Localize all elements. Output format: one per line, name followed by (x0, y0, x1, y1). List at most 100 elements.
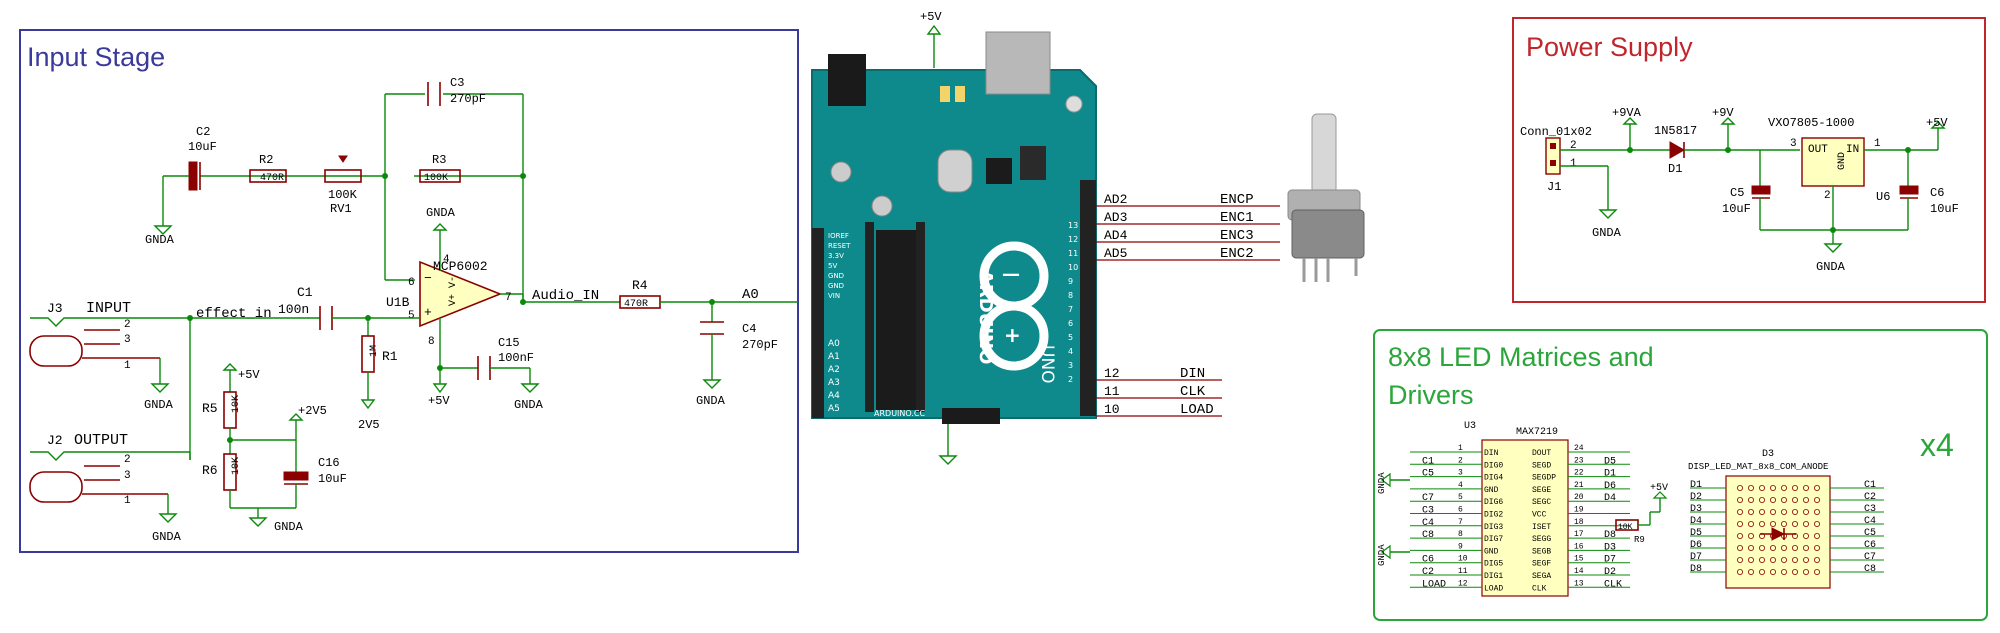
u3-net-left: C6 (1422, 555, 1434, 566)
u3-pin-num-right: 21 (1574, 481, 1584, 490)
matrix-led-dot (1803, 533, 1810, 540)
c4-value: 270pF (742, 338, 778, 352)
matrix-led-dot (1814, 484, 1821, 491)
u3-net-left: LOAD (1422, 579, 1446, 590)
r5-value: 10K (231, 395, 242, 413)
matrix-led-dot (1748, 508, 1755, 515)
u3-pin-name-left: DIG6 (1484, 498, 1503, 507)
matrix-led-dot (1759, 569, 1766, 576)
matrix-led-dot (1814, 533, 1821, 540)
c4-label: C4 (742, 322, 756, 336)
u3-net-right: CLK (1604, 579, 1622, 590)
u3-net-right: D2 (1604, 567, 1616, 578)
matrix-led-dot (1781, 545, 1788, 552)
matrix-led-dot (1803, 545, 1810, 552)
matrix-led-dot (1803, 508, 1810, 515)
matrix-led-dot (1803, 557, 1810, 564)
gnda-label-c15: GNDA (514, 398, 544, 412)
gnda-label-j2: GNDA (152, 530, 182, 544)
digital-pin-5: 5 (1068, 333, 1073, 342)
power-pin-label: 3.3V (828, 252, 844, 260)
digital-pin-2: 2 (1068, 375, 1073, 384)
u3-pin-num-right: 19 (1574, 506, 1584, 515)
plus2v5-label: +2V5 (298, 404, 327, 418)
matrix-col-C8: C8 (1864, 564, 1876, 575)
analog-pin-A4: A4 (828, 391, 840, 401)
u3-part: MAX7219 (1516, 427, 1558, 438)
j2-pin3: 3 (124, 470, 131, 482)
j3-jack-body (29, 335, 83, 367)
digital-pin-11: 11 (1068, 249, 1078, 258)
power-supply-title: Power Supply (1526, 32, 1693, 62)
matrix-led-dot (1737, 557, 1744, 564)
u3-pin-name-right: SEGDP (1532, 474, 1556, 483)
u3-net-right: D3 (1604, 542, 1616, 553)
u3-pin-num-left: 9 (1458, 542, 1463, 551)
power-pin-label: RESET (828, 242, 851, 250)
matrix-led-dot (1781, 496, 1788, 503)
r2-resistor (249, 169, 287, 183)
svg-text:—: — (1002, 264, 1020, 285)
matrix-led-dot (1814, 557, 1821, 564)
digital-pin-7: 7 (1068, 305, 1073, 314)
gnda-label-opamp: GNDA (426, 206, 456, 220)
u3-pin-num-right: 24 (1574, 444, 1584, 453)
u3-pin-num-left: 1 (1458, 444, 1463, 453)
max7219-left-pins: DIN1DIG02C1DIG43C5GND4DIG65C7DIG26C3DIG3… (1410, 444, 1503, 593)
r2-value: 470R (260, 173, 284, 184)
matrix-led-dot (1803, 569, 1810, 576)
u3-net-right: D7 (1604, 555, 1616, 566)
r1-2v5-label: 2V5 (358, 418, 380, 432)
gnda-label-c4: GNDA (696, 394, 726, 408)
opamp-triangle (419, 260, 503, 328)
u3-net-right: D5 (1604, 456, 1616, 467)
u3-pin-num-right: 17 (1574, 530, 1584, 539)
d1-label: D1 (1668, 162, 1682, 176)
matrix-led-dot (1770, 557, 1777, 564)
c16-label: C16 (318, 456, 340, 470)
input-stage-section: Input Stage C2 10uF 470R R2 100K R (19, 29, 799, 553)
r3-label: R3 (432, 153, 446, 167)
c5-capacitor (1751, 185, 1771, 195)
matrix-led-dot (1748, 545, 1755, 552)
analog-pin-A0: A0 (828, 339, 840, 349)
input-jack-label: INPUT (86, 300, 131, 317)
gnda-label-c2: GNDA (145, 233, 175, 247)
matrix-led-dot (1781, 484, 1788, 491)
matrix-led-dot (1748, 533, 1755, 540)
r6-value: 10K (231, 457, 242, 475)
analog-pin-A3: A3 (828, 378, 840, 388)
net-ENC3: ENC3 (1220, 228, 1254, 244)
arduino-pin-AD2: AD2 (1104, 192, 1127, 207)
matrix-led-dot (1748, 496, 1755, 503)
u3-pin-name-left: DIG4 (1484, 474, 1503, 483)
matrix-led-dot (1814, 569, 1821, 576)
net-ENC2: ENC2 (1220, 246, 1254, 262)
matrix-led-dot (1792, 569, 1799, 576)
net-ENC1: ENC1 (1220, 210, 1254, 226)
digital-pin-9: 9 (1068, 277, 1073, 286)
arduino-plus5v: +5V (920, 10, 942, 24)
matrix-row-D2: D2 (1690, 492, 1702, 503)
digital-pin-6: 6 (1068, 319, 1073, 328)
u3-net-left: C5 (1422, 469, 1434, 480)
u3-net-right: D4 (1604, 493, 1616, 504)
r2-label: R2 (259, 153, 273, 167)
spi-net-CLK: CLK (1180, 384, 1206, 400)
spi-net-LOAD: LOAD (1180, 402, 1214, 418)
r3-resistor (419, 169, 461, 183)
u3-pin-name-left: DIG5 (1484, 560, 1503, 569)
u3-pin-name-left: DIG0 (1484, 461, 1503, 470)
spi-pin-11: 11 (1104, 384, 1120, 399)
matrix-led-dot (1737, 545, 1744, 552)
matrix-col-C7: C7 (1864, 552, 1876, 563)
u3-pin-num-left: 12 (1458, 579, 1468, 588)
rv1-potentiometer (324, 169, 362, 183)
d1-part: 1N5817 (1654, 124, 1697, 138)
a0-net: A0 (742, 287, 759, 303)
matrix-led-dot (1737, 569, 1744, 576)
